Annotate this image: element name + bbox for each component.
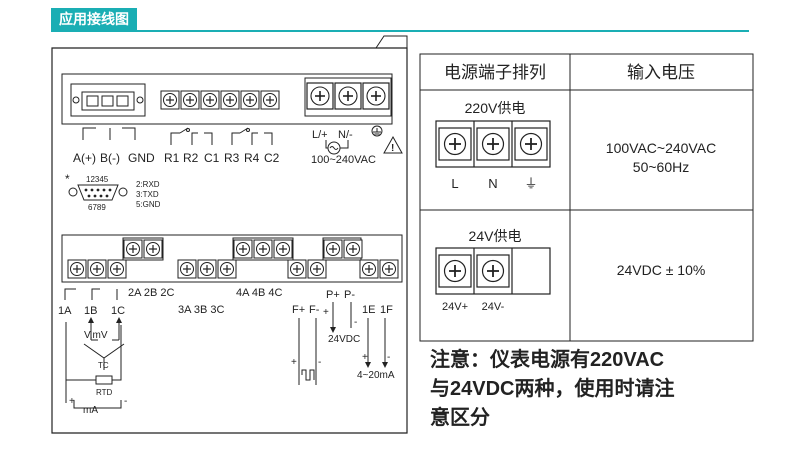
out-wiring <box>365 318 388 368</box>
power-source-symbol <box>325 140 349 155</box>
row2-terminal-block <box>435 247 551 295</box>
row1-voltage-freq: 50~60Hz <box>633 159 689 175</box>
relay-label-r2: R2 <box>183 151 199 165</box>
note-line-2: 与24VDC两种，使用时请注 <box>430 378 675 400</box>
db9-top-pins: 12345 <box>86 175 109 184</box>
svg-text:!: ! <box>391 143 394 154</box>
relay-contacts <box>170 127 273 145</box>
ma-plus: + <box>69 396 75 407</box>
row1-voltage-range: 100VAC~240VAC <box>606 140 716 156</box>
db9-pin-gnd: 5:GND <box>136 200 161 209</box>
comm-label-a: A(+) <box>73 151 96 165</box>
relay-terminals <box>160 90 280 110</box>
out-label-4-20ma: 4~20mA <box>357 370 395 381</box>
relay-label-c2: C2 <box>264 151 280 165</box>
row1-terminal-block <box>435 120 551 168</box>
pwr-label-24vdc: 24VDC <box>328 334 360 345</box>
comm-label-b: B(-) <box>100 151 120 165</box>
relay-label-r3: R3 <box>224 151 240 165</box>
device-corner <box>375 35 408 49</box>
power-term-n: N/- <box>338 129 353 141</box>
row2-supply-label: 24V供电 <box>469 228 522 244</box>
input-label-tc: TC <box>98 361 109 370</box>
db9-pin-txd: 3:TXD <box>136 190 159 199</box>
relay-label-r4: R4 <box>244 151 260 165</box>
title-rule <box>51 30 749 32</box>
row2-term-24vminus: 24V- <box>482 301 505 313</box>
comm-label-gnd: GND <box>128 151 155 165</box>
input-label-rtd: RTD <box>96 388 113 397</box>
row2-voltage: 24VDC ± 10% <box>617 262 706 278</box>
pwr-wiring <box>330 302 352 333</box>
row1-supply-label: 220V供电 <box>465 100 526 116</box>
note-line-3: 意区分 <box>430 407 490 429</box>
power-note: 注意：仪表电源有220VAC 与24VDC两种，使用时请注 意区分 <box>430 346 750 433</box>
pwr-minus: - <box>354 317 357 328</box>
warning-icon: ! <box>383 135 403 154</box>
relay-label-r1: R1 <box>164 151 180 165</box>
freq-plus: + <box>291 357 297 368</box>
row1-term-n: N <box>488 176 497 191</box>
db9-star: * <box>65 172 70 186</box>
pwr-term-pplus: P+ <box>326 289 340 301</box>
table-header-terminals: 电源端子排列 <box>444 63 546 82</box>
freq-minus: - <box>318 357 321 368</box>
db9-connector <box>68 184 128 201</box>
power-terminals <box>304 77 392 117</box>
lower-terminal-block <box>61 234 403 283</box>
supply-table <box>419 53 754 342</box>
comm-connector <box>70 83 146 117</box>
row-label-4abc: 4A 4B 4C <box>236 287 283 299</box>
power-range-label: 100~240VAC <box>311 154 376 166</box>
earth-icon <box>371 125 383 137</box>
input-label-ma: mA <box>83 405 98 416</box>
freq-term-fminus: F- <box>309 304 320 316</box>
note-line-1: 注意：仪表电源有220VAC <box>430 349 665 371</box>
power-term-l: L/+ <box>312 129 328 141</box>
section-title: 应用接线图 <box>51 8 137 30</box>
freq-term-fplus: F+ <box>292 304 305 316</box>
pwr-plus: + <box>323 307 329 318</box>
relay-label-c1: C1 <box>204 151 220 165</box>
table-header-voltage: 输入电压 <box>627 63 695 82</box>
ma-minus: - <box>124 396 127 407</box>
db9-pin-rxd: 2:RXD <box>136 180 160 189</box>
device-outline <box>51 47 408 434</box>
upper-terminal-block <box>61 73 393 125</box>
input-label-vmv: V,mV <box>84 330 108 341</box>
input-term-1c: 1C <box>111 305 125 317</box>
row-label-2abc: 2A 2B 2C <box>128 287 175 299</box>
row-label-3abc: 3A 3B 3C <box>178 304 225 316</box>
input-term-1a: 1A <box>58 305 72 317</box>
input-wiring <box>65 317 125 409</box>
row1-term-l: L <box>451 176 458 191</box>
input-term-1b: 1B <box>84 305 97 317</box>
out-minus: - <box>387 352 390 363</box>
row1-term-earth: ⏚ <box>524 176 537 191</box>
db9-bottom-pins: 6789 <box>88 203 106 212</box>
out-term-1f: 1F <box>380 304 393 316</box>
row2-term-24vplus: 24V+ <box>442 301 468 313</box>
pwr-term-pminus: P- <box>344 289 355 301</box>
out-plus: + <box>362 352 368 363</box>
out-term-1e: 1E <box>362 304 375 316</box>
freq-wiring <box>298 318 317 385</box>
